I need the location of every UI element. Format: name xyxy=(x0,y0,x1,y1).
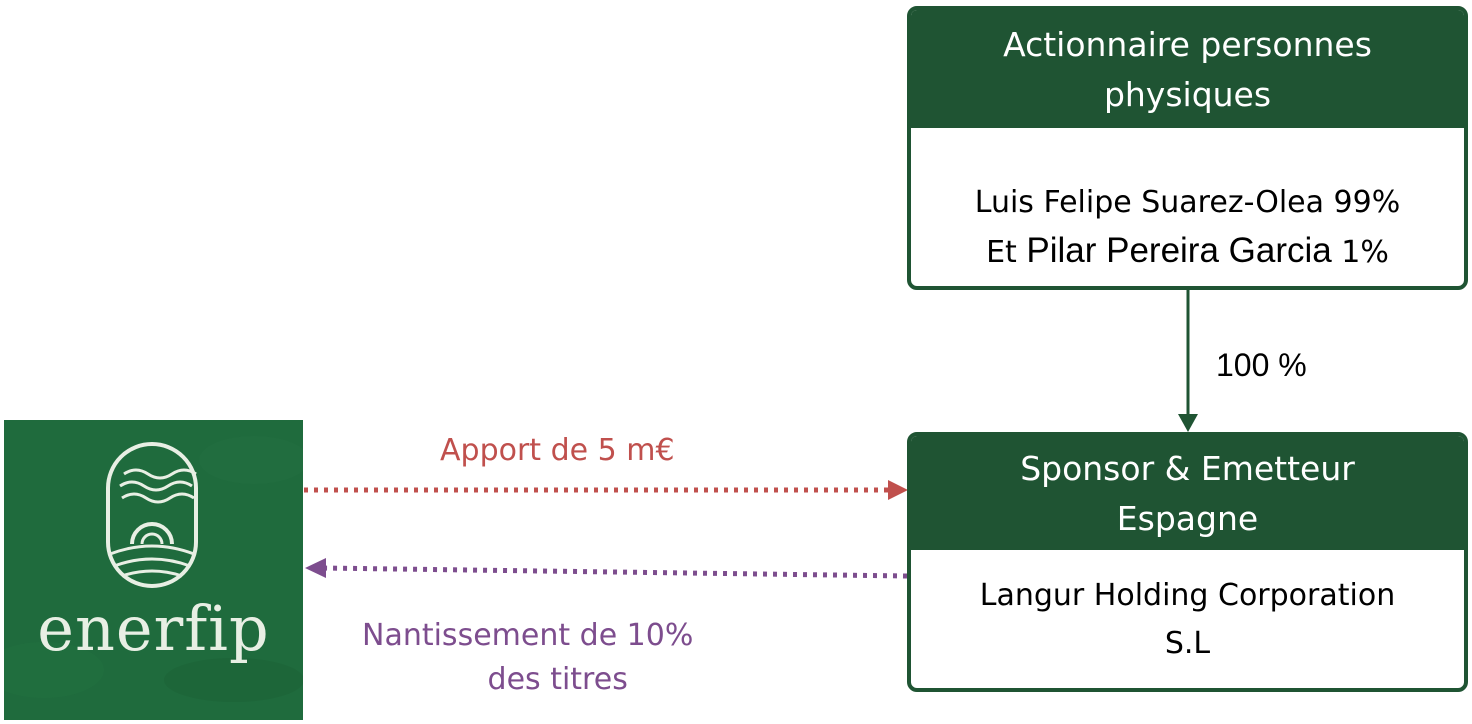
owner-line-2: Et Pilar Pereira Garcia 1% xyxy=(911,227,1464,277)
issuer-name-line2: S.L xyxy=(1164,626,1211,661)
pledge-label-line1: Nantissement de 10% xyxy=(362,618,694,653)
owner-line-1: Luis Felipe Suarez-Olea 99% xyxy=(974,185,1401,220)
pledge-arrowhead xyxy=(305,558,326,578)
enerfip-logo: enerfip xyxy=(4,420,303,720)
shareholders-header: Actionnaire personnes physiques xyxy=(911,10,1464,128)
shareholders-box: Actionnaire personnes physiques Luis Fel… xyxy=(907,6,1468,290)
shareholders-title-line2: physiques xyxy=(1103,75,1272,114)
shareholders-title-line1: Actionnaire personnes xyxy=(1003,25,1372,64)
owner-line-2-prefix: Et xyxy=(986,235,1017,270)
pledge-arrow xyxy=(321,565,908,579)
owner-line-2-pct: 1% xyxy=(1341,235,1389,270)
issuer-header: Sponsor & Emetteur Espagne xyxy=(911,436,1464,550)
issuer-body: Langur Holding Corporation S.L xyxy=(911,550,1464,668)
pledge-label-line2: des titres xyxy=(487,662,628,697)
enerfip-emblem-icon xyxy=(4,436,303,702)
shareholders-body: Luis Felipe Suarez-Olea 99% Et Pilar Per… xyxy=(911,128,1464,277)
owner-line-2-name: Pilar Pereira Garcia xyxy=(1026,231,1332,270)
enerfip-wordmark: enerfip xyxy=(37,592,270,665)
issuer-name-line1: Langur Holding Corporation xyxy=(979,578,1396,613)
contribution-label: Apport de 5 m€ xyxy=(440,433,675,468)
ownership-label: 100 % xyxy=(1216,347,1307,383)
issuer-title-line1: Sponsor & Emetteur xyxy=(1020,449,1355,488)
issuer-title-line2: Espagne xyxy=(1116,499,1259,538)
contribution-arrowhead xyxy=(888,480,908,500)
issuer-box: Sponsor & Emetteur Espagne Langur Holdin… xyxy=(907,432,1468,692)
ownership-arrowhead xyxy=(1178,414,1198,432)
pledge-label: Nantissement de 10% des titres xyxy=(362,614,693,702)
